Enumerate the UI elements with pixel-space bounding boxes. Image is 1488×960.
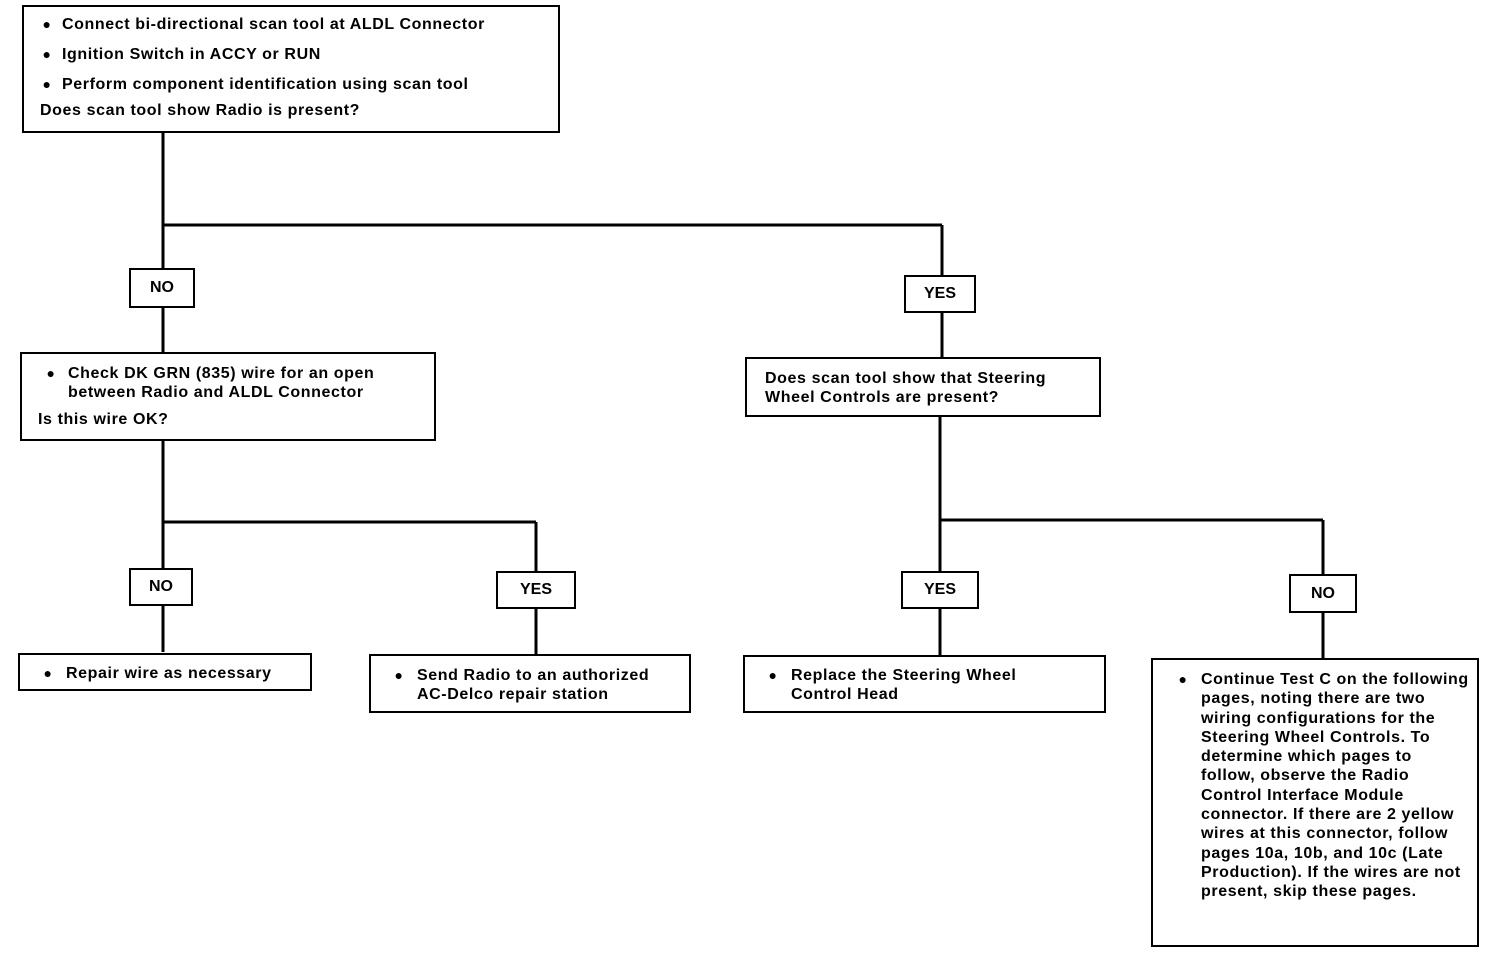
bullet-icon: ● (394, 667, 404, 683)
bullet-icon: ● (42, 46, 52, 62)
repair-wire-bullet: ● Repair wire as necessary (30, 664, 304, 683)
bullet-icon: ● (768, 667, 778, 683)
continue-test-box: ● Continue Test C on the following pages… (1151, 658, 1479, 947)
repair-wire-box: ● Repair wire as necessary (18, 653, 312, 691)
start-step-box: ● Connect bi-directional scan tool at AL… (22, 5, 560, 133)
send-radio-bullet: ● Send Radio to an authorized AC-Delco r… (381, 666, 683, 704)
decision-no-label: NO (129, 268, 195, 308)
check-wire-box: ● Check DK GRN (835) wire for an open be… (20, 352, 436, 441)
decision-yes-label: YES (901, 571, 979, 609)
steering-question: Does scan tool show that Steering Wheel … (765, 370, 1047, 406)
bullet-icon: ● (46, 365, 56, 381)
decision-no-label: NO (129, 568, 193, 606)
decision-no-label: NO (1289, 574, 1357, 613)
bullet-icon: ● (1178, 671, 1188, 687)
replace-head-bullet: ● Replace the Steering Wheel Control Hea… (755, 666, 1098, 704)
bullet-icon: ● (42, 16, 52, 32)
start-question: Does scan tool show Radio is present? (40, 102, 361, 119)
check-wire-bullet: ● Check DK GRN (835) wire for an open be… (34, 364, 428, 410)
check-wire-question: Is this wire OK? (38, 411, 169, 428)
send-radio-box: ● Send Radio to an authorized AC-Delco r… (369, 654, 691, 713)
start-bullet-1: ● Connect bi-directional scan tool at AL… (32, 15, 552, 45)
bullet-icon: ● (42, 76, 52, 92)
decision-yes-label: YES (496, 571, 576, 609)
replace-head-box: ● Replace the Steering Wheel Control Hea… (743, 655, 1106, 713)
start-bullet-3: ● Perform component identification using… (32, 75, 552, 101)
steering-question-box: Does scan tool show that Steering Wheel … (745, 357, 1101, 417)
decision-yes-label: YES (904, 275, 976, 313)
bullet-icon: ● (43, 665, 53, 681)
start-bullet-2: ● Ignition Switch in ACCY or RUN (32, 45, 552, 75)
continue-test-bullet: ● Continue Test C on the following pages… (1165, 670, 1469, 902)
